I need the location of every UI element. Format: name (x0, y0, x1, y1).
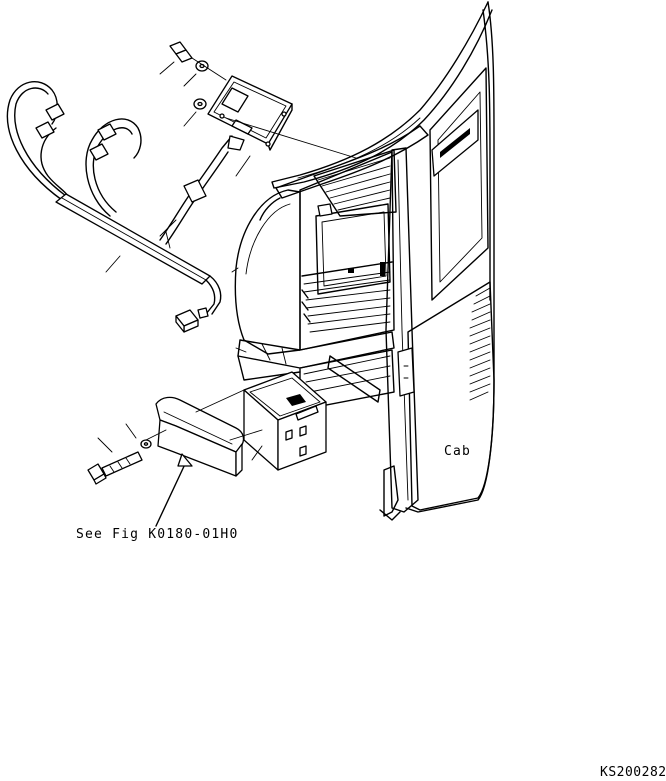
cab-structure (231, 1, 495, 521)
roof-slats (313, 149, 397, 217)
reference-arrow (155, 453, 193, 527)
drawing-id: KS200282 (600, 765, 666, 780)
cover-plate (155, 396, 245, 477)
floor-slats (301, 261, 393, 333)
controller-unit (207, 75, 293, 151)
bolt-top (169, 41, 193, 63)
see-figure-reference: See Fig K0180-01H0 (76, 527, 238, 542)
lower-controller-box (243, 371, 327, 471)
cab-label: Cab (444, 444, 471, 459)
bolt-bottom (87, 451, 143, 485)
louver-grille (469, 287, 491, 401)
wire-harness (6, 81, 245, 333)
leader-harness (105, 255, 121, 273)
